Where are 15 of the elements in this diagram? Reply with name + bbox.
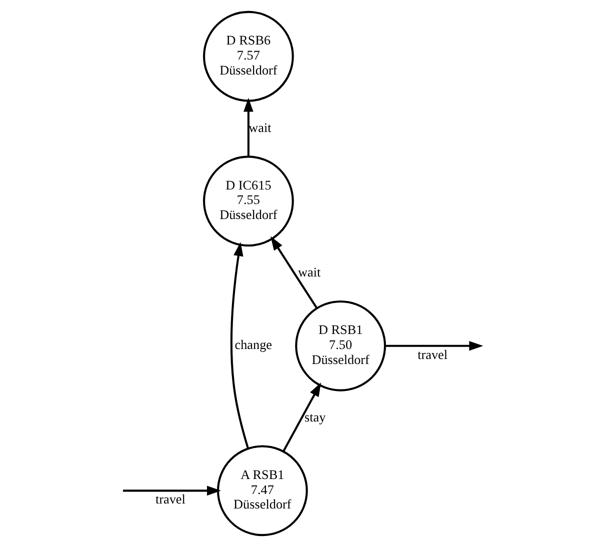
edge-label: stay (304, 409, 326, 424)
arrow (123, 486, 221, 496)
node-circle: D RSB1 7.50 Düsseldorf (295, 300, 386, 392)
arrow (385, 340, 484, 351)
edge-label: travel (155, 492, 186, 507)
edge-label: wait (298, 264, 321, 280)
arrow (270, 236, 318, 309)
arrow (244, 98, 254, 157)
node-circle: D RSB6 7.57 Düsseldorf (203, 10, 294, 102)
arrow (230, 242, 250, 449)
arrow (282, 382, 322, 452)
edge-label: change (234, 337, 272, 352)
node-circle: A RSB1 7.47 Düsseldorf (216, 445, 308, 536)
node-circle: D IC615 7.55 Düsseldorf (203, 156, 294, 247)
edge-label: travel (418, 346, 448, 362)
